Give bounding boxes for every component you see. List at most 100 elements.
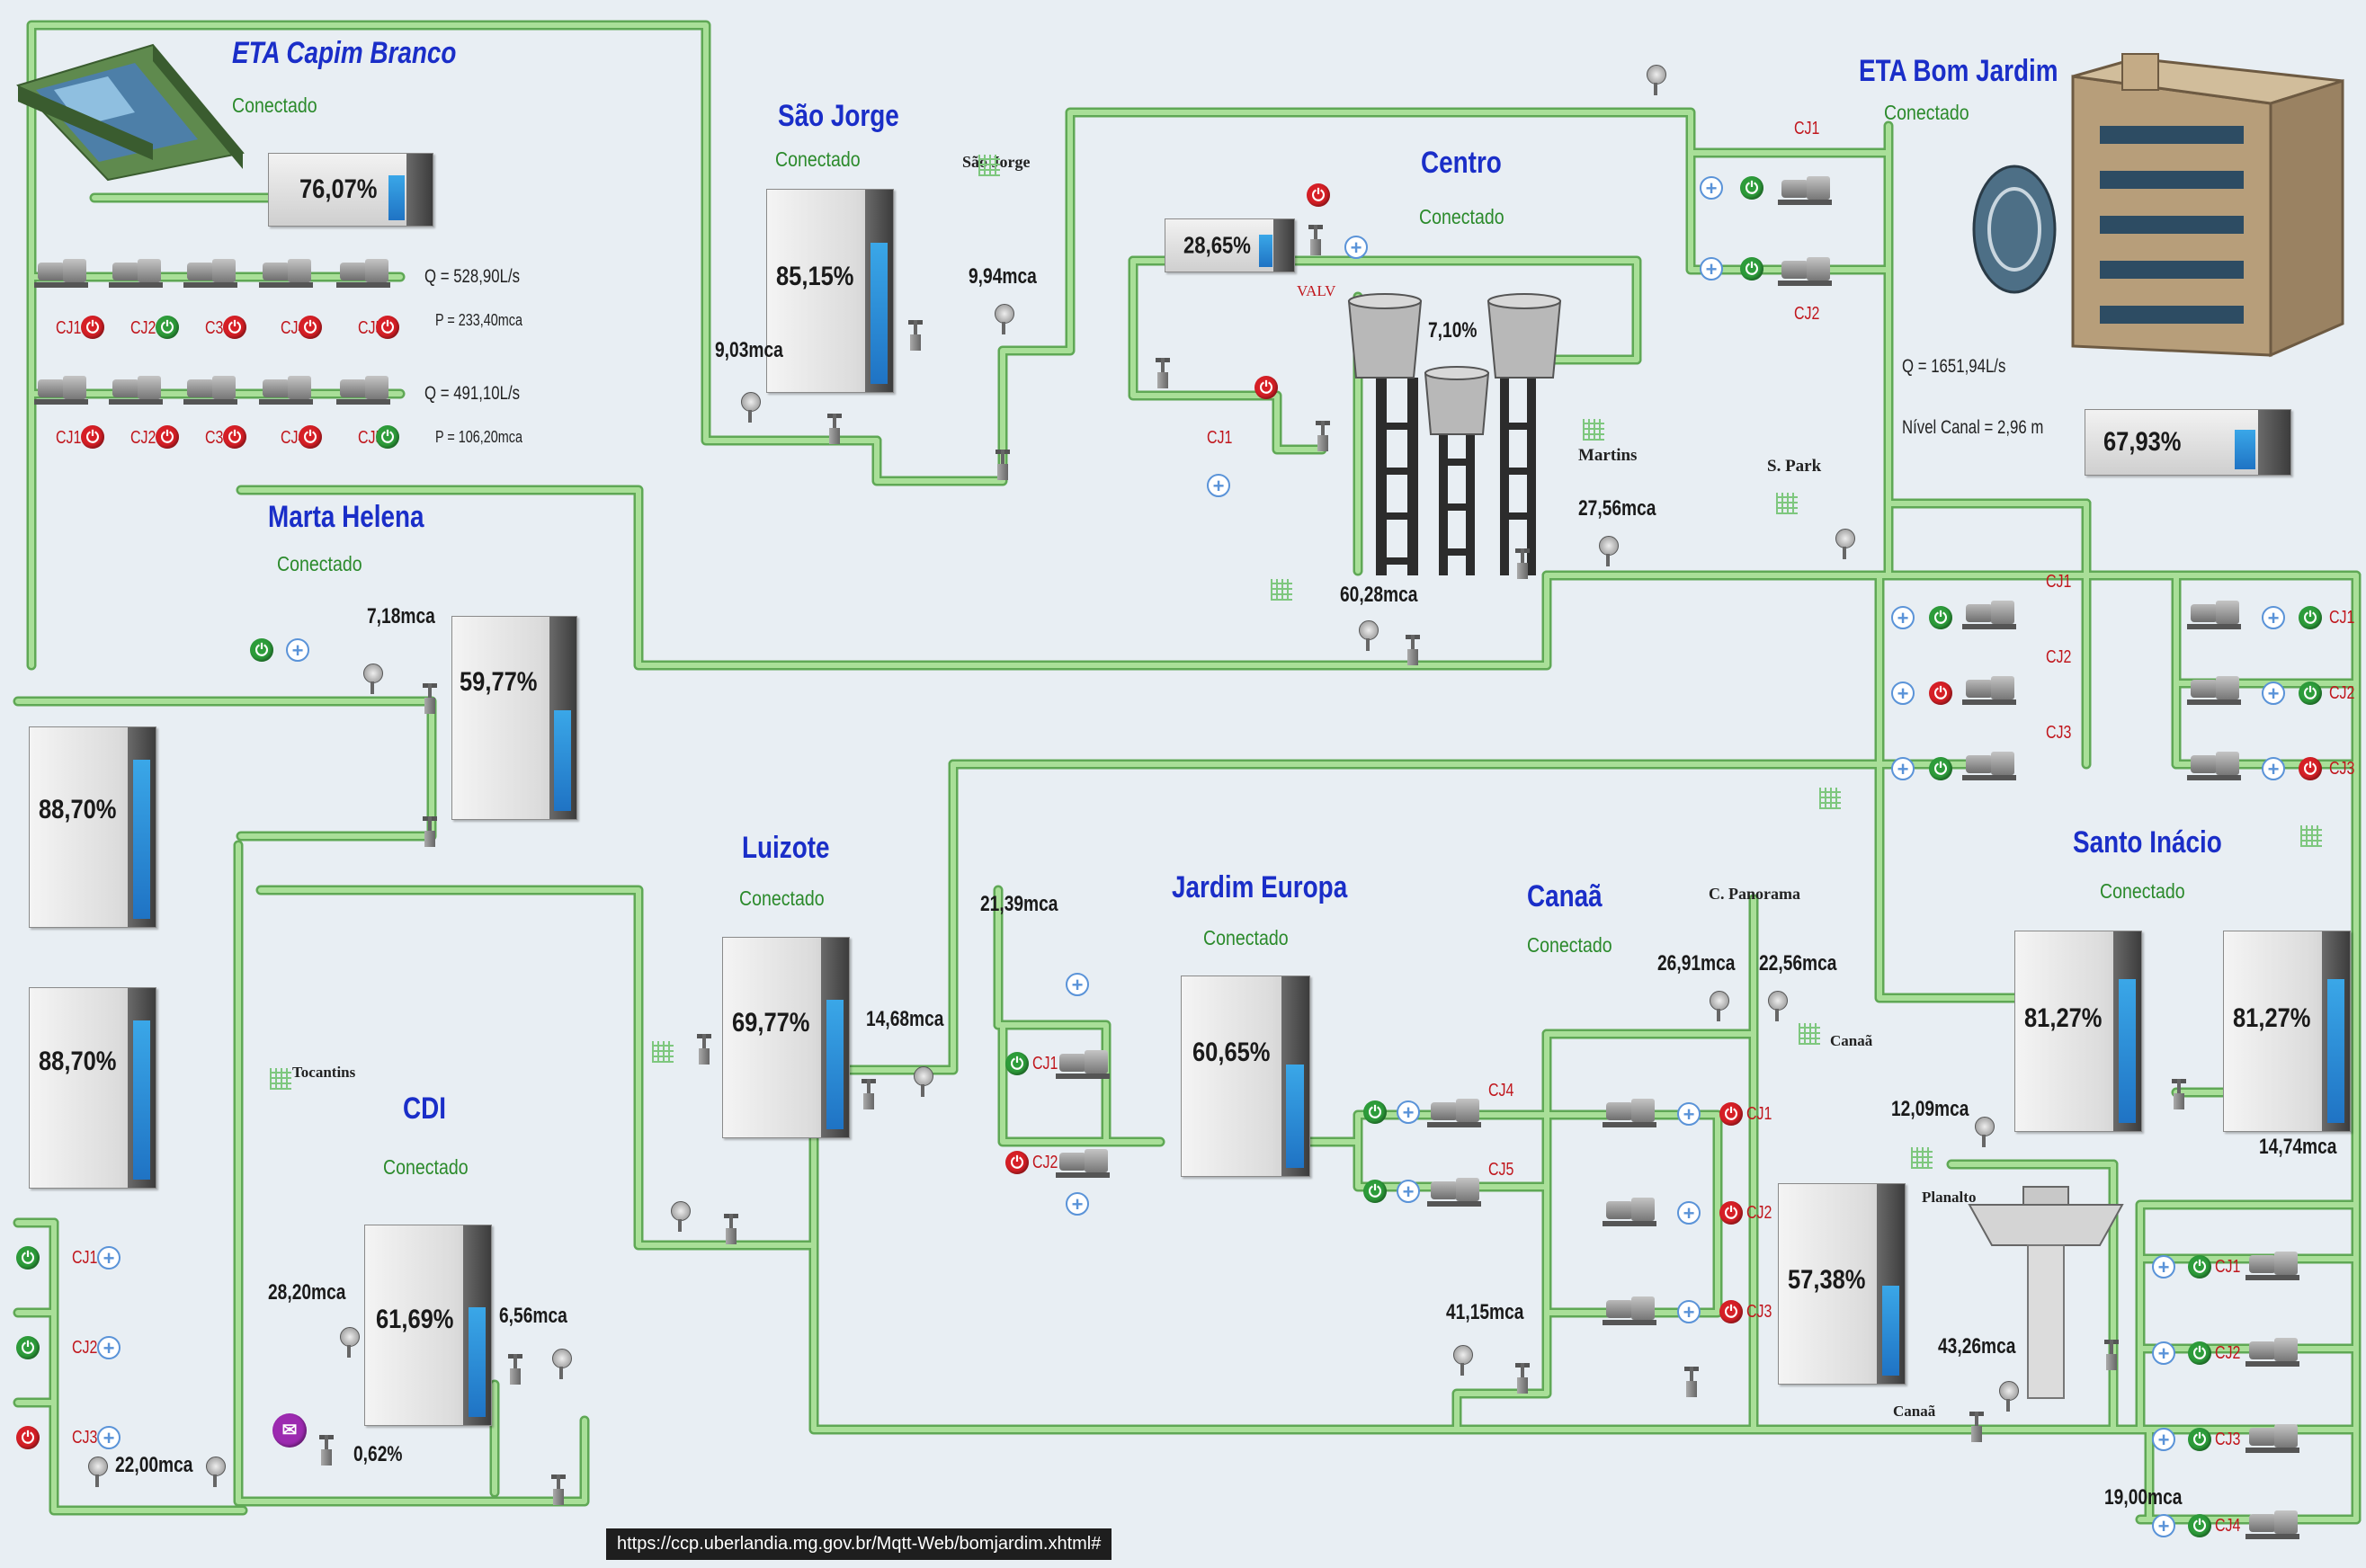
luizote-tank[interactable]: 69,77% [722,937,850,1138]
eta-bom-jardim-tank[interactable]: 67,93% [2085,409,2291,476]
gate-valve-icon[interactable] [724,1214,738,1246]
canaa-left-cj5-power-icon[interactable]: ⏻ [1363,1180,1387,1203]
santo-inacio-cj1-power-icon[interactable]: ⏻ [2299,606,2322,629]
gate-valve-icon[interactable] [908,320,923,352]
gate-valve-icon[interactable] [508,1354,522,1386]
capim-branco-row1-power-icon-4[interactable]: ⏻ [299,316,322,339]
canaa-left-cj4-pump[interactable] [1425,1095,1483,1131]
capim-branco-row2-pump-2[interactable] [107,372,165,408]
santo-inacio-cj2-pump[interactable] [2185,673,2243,708]
canaa-right-cj2-pump[interactable] [1601,1194,1658,1230]
bom-jardim-cj3-pump[interactable] [1960,748,2018,784]
canaa-right-cj3-pump[interactable] [1601,1293,1658,1329]
capim-branco-row2-pump-4[interactable] [257,372,315,408]
gate-valve-icon[interactable] [1156,358,1170,390]
bom-jardim-cj1-gate-icon[interactable]: + [1891,606,1915,629]
jardim-europa-tank[interactable]: 60,65% [1181,976,1310,1177]
left-bottom-cj2-power-icon[interactable]: ⏻ [16,1336,40,1359]
bom-jardim-cj1-power-icon[interactable]: ⏻ [1740,176,1763,200]
right-bottom-cj3-power-icon[interactable]: ⏻ [2188,1428,2211,1451]
right-bottom-cj4-power-icon[interactable]: ⏻ [2188,1514,2211,1537]
cdi-tank[interactable]: 61,69% [364,1225,492,1426]
gate-valve-icon[interactable] [2104,1340,2119,1372]
capim-branco-row2-power-icon-2[interactable]: ⏻ [156,425,179,449]
sao-jorge-tank[interactable]: 85,15% [766,189,894,393]
marta-helena-gate-icon[interactable]: + [286,638,309,662]
right-bottom-cj2-gate-icon[interactable]: + [2152,1341,2175,1365]
bom-jardim-cj2-power-icon[interactable]: ⏻ [1740,257,1763,281]
canaa-left-cj4-power-icon[interactable]: ⏻ [1363,1100,1387,1124]
marta-helena-tank[interactable]: 59,77% [451,616,577,820]
jardim-europa-gate-bottom-icon[interactable]: + [1066,1192,1089,1216]
bom-jardim-cj1-gate-icon[interactable]: + [1700,176,1723,200]
jardim-europa-cj1-power-icon[interactable]: ⏻ [1005,1052,1029,1075]
santo-inacio-cj2-gate-icon[interactable]: + [2262,682,2285,705]
gate-valve-icon[interactable] [1308,225,1323,257]
gate-valve-icon[interactable] [827,414,842,446]
capim-branco-row2-power-icon-4[interactable]: ⏻ [299,425,322,449]
marta-helena-power-icon[interactable]: ⏻ [250,638,273,662]
jardim-europa-gate-top-icon[interactable]: + [1066,973,1089,996]
capim-branco-row2-power-icon-1[interactable]: ⏻ [81,425,104,449]
left-bottom-cj2-gate-icon[interactable]: + [97,1336,121,1359]
capim-branco-row1-pump-4[interactable] [257,255,315,291]
right-bottom-cj1-power-icon[interactable]: ⏻ [2188,1255,2211,1278]
canaa-left-cj4-gate-icon[interactable]: + [1397,1100,1420,1124]
bom-jardim-cj2-pump[interactable] [1960,673,2018,708]
centro-gate-valve-icon[interactable]: + [1207,474,1230,497]
santo-inacio-cj3-power-icon[interactable]: ⏻ [2299,757,2322,780]
right-bottom-cj1-pump[interactable] [2244,1248,2301,1284]
capim-branco-row1-power-icon-5[interactable]: ⏻ [376,316,399,339]
right-bottom-cj2-power-icon[interactable]: ⏻ [2188,1341,2211,1365]
bom-jardim-cj3-power-icon[interactable]: ⏻ [1929,757,1952,780]
capim-branco-row1-pump-1[interactable] [32,255,90,291]
gate-valve-icon[interactable] [996,450,1010,482]
gate-valve-icon[interactable] [1406,635,1420,667]
gate-valve-icon[interactable] [319,1435,334,1467]
santo-inacio-cj1-pump[interactable] [2185,597,2243,633]
santo-inacio-cj1-gate-icon[interactable]: + [2262,606,2285,629]
gate-valve-icon[interactable] [1515,1363,1530,1395]
capim-branco-row2-power-icon-3[interactable]: ⏻ [223,425,246,449]
centro-valve-power-icon[interactable]: ⏻ [1307,183,1330,207]
bom-jardim-cj2-power-icon[interactable]: ⏻ [1929,682,1952,705]
left-upper-tank[interactable]: 88,70% [29,726,156,928]
gate-valve-icon[interactable] [862,1079,876,1111]
canaa-right-cj1-power-icon[interactable]: ⏻ [1719,1102,1743,1126]
canaa-right-cj2-gate-icon[interactable]: + [1677,1201,1701,1225]
capim-branco-row2-pump-5[interactable] [335,372,392,408]
jardim-europa-cj2-pump[interactable] [1054,1145,1112,1181]
canaa-right-cj3-power-icon[interactable]: ⏻ [1719,1300,1743,1323]
gate-valve-icon[interactable] [423,816,437,849]
santo-inacio-tank-right[interactable]: 81,27% [2223,931,2351,1132]
right-bottom-cj3-gate-icon[interactable]: + [2152,1428,2175,1451]
bom-jardim-cj2-gate-icon[interactable]: + [1700,257,1723,281]
capim-branco-row1-power-icon-3[interactable]: ⏻ [223,316,246,339]
centro-pump-power-icon[interactable]: ⏻ [1254,376,1278,399]
right-bottom-cj4-pump[interactable] [2244,1507,2301,1543]
left-bottom-cj1-power-icon[interactable]: ⏻ [16,1246,40,1270]
jardim-europa-cj1-pump[interactable] [1054,1047,1112,1082]
left-bottom-cj1-gate-icon[interactable]: + [97,1246,121,1270]
bom-jardim-cj3-gate-icon[interactable]: + [1891,757,1915,780]
right-bottom-cj4-gate-icon[interactable]: + [2152,1514,2175,1537]
left-bottom-cj3-gate-icon[interactable]: + [97,1426,121,1449]
eta-capim-branco-tank[interactable]: 76,07% [268,153,433,227]
canaa-right-cj3-gate-icon[interactable]: + [1677,1300,1701,1323]
gate-valve-icon[interactable] [1969,1412,1984,1444]
santo-inacio-tank-left[interactable]: 81,27% [2014,931,2142,1132]
gate-valve-icon[interactable] [1316,421,1330,453]
bom-jardim-cj1-pump[interactable] [1960,597,2018,633]
bom-jardim-cj2-pump[interactable] [1776,254,1834,290]
canaa-tank[interactable]: 57,38% [1778,1183,1906,1385]
capim-branco-row2-power-icon-5[interactable]: ⏻ [376,425,399,449]
santo-inacio-cj3-pump[interactable] [2185,748,2243,784]
centro-inlet-gate-icon[interactable]: + [1344,236,1368,259]
capim-branco-row1-pump-3[interactable] [182,255,239,291]
capim-branco-row1-power-icon-2[interactable]: ⏻ [156,316,179,339]
right-bottom-cj1-gate-icon[interactable]: + [2152,1255,2175,1278]
centro-tank[interactable]: 28,65% [1165,218,1295,272]
capim-branco-row2-pump-3[interactable] [182,372,239,408]
capim-branco-row2-pump-1[interactable] [32,372,90,408]
right-bottom-cj3-pump[interactable] [2244,1421,2301,1457]
